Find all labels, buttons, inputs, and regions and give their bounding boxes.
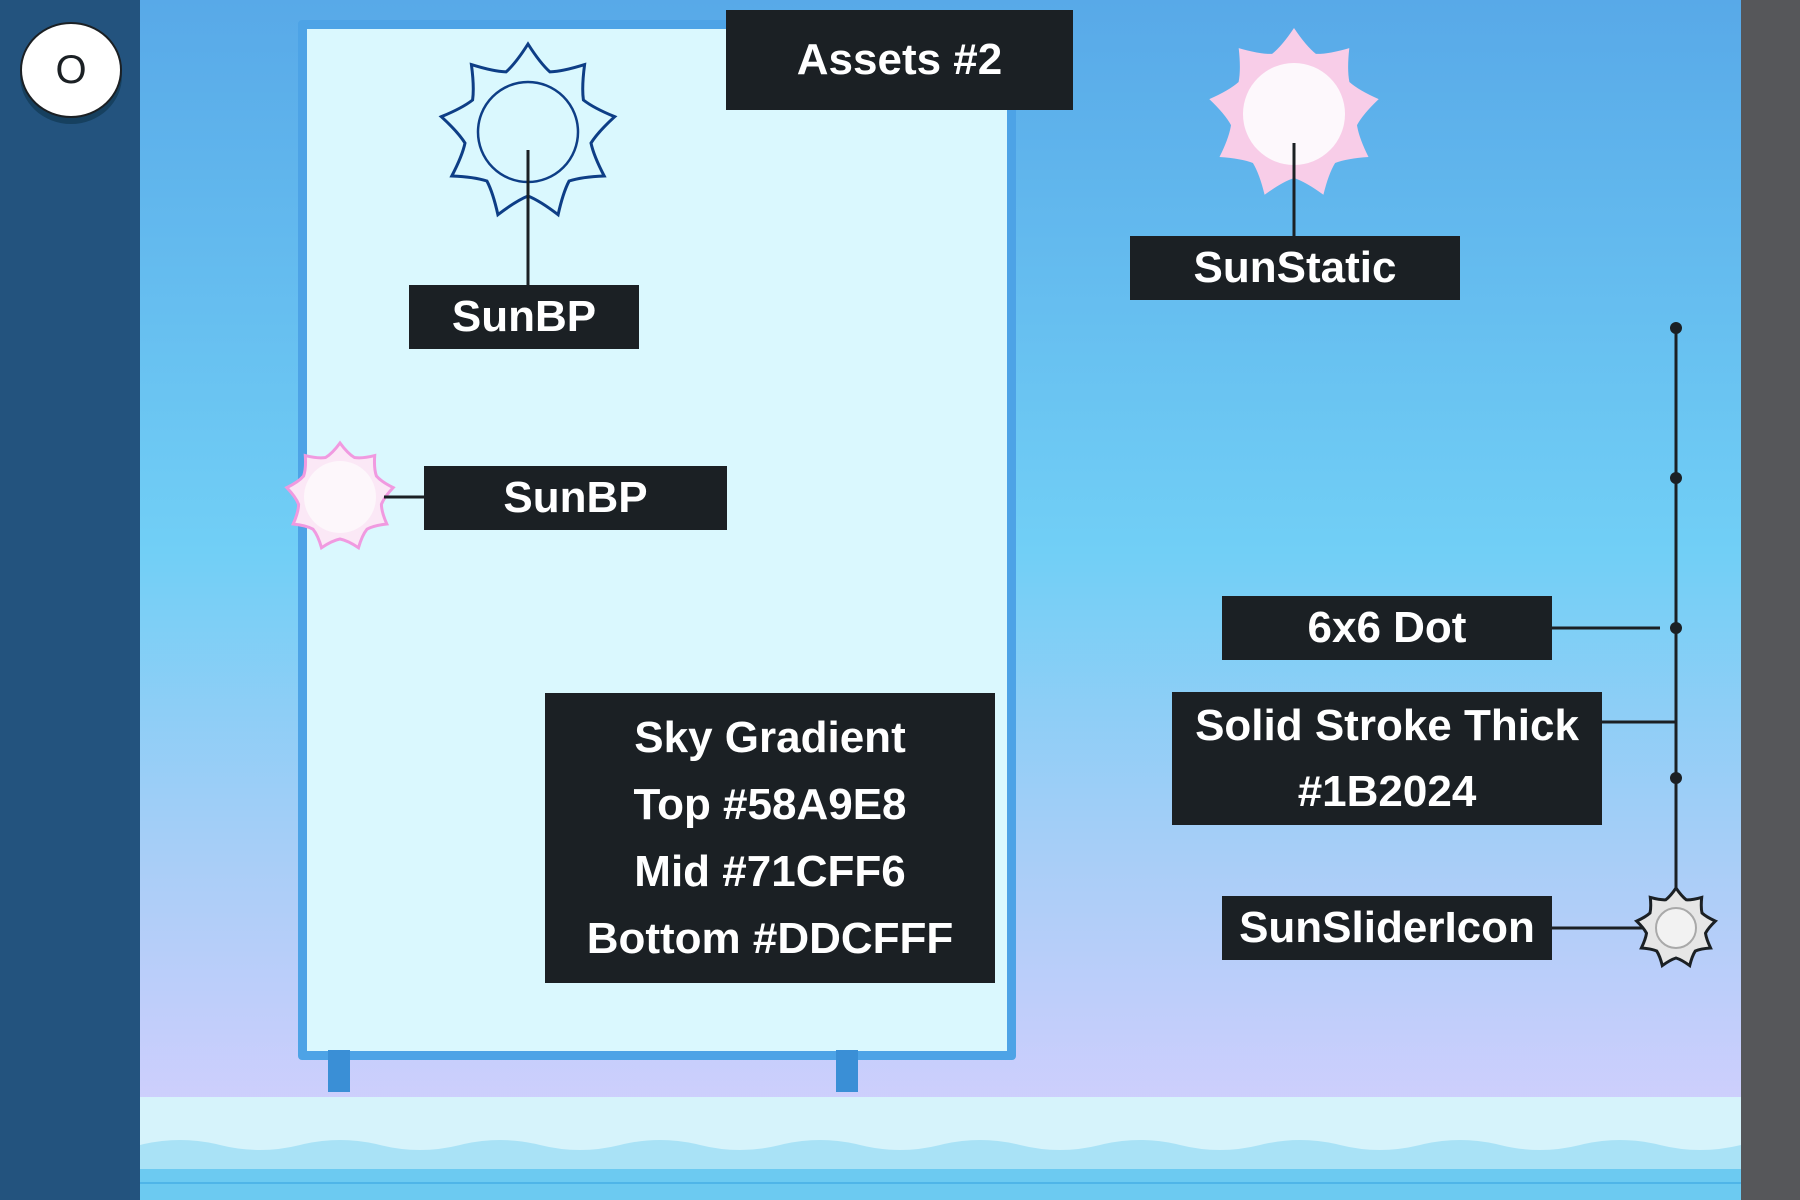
- billboard-leg-right: [836, 1050, 858, 1092]
- dot-label-text: 6x6 Dot: [1307, 603, 1467, 652]
- left-panel: [0, 0, 140, 1200]
- sky-gradient-label: Sky Gradient Top #58A9E8 Mid #71CFF6 Bot…: [545, 693, 995, 983]
- game-stage: [140, 0, 1741, 1200]
- sunbp-small-label: SunBP: [424, 466, 727, 530]
- stroke-label: Solid Stroke Thick #1B2024: [1172, 692, 1602, 825]
- sunbp-small-label-text: SunBP: [503, 473, 648, 522]
- circle-button-label: O: [55, 47, 87, 92]
- snow-ground: [140, 1097, 1741, 1200]
- sky-gradient-top: Top #58A9E8: [633, 780, 907, 829]
- assets-title: Assets #2: [726, 10, 1073, 110]
- sunstatic-label: SunStatic: [1130, 236, 1460, 300]
- sky-gradient-mid: Mid #71CFF6: [634, 847, 906, 896]
- billboard-leg-left: [328, 1050, 350, 1092]
- right-panel: [1741, 0, 1800, 1200]
- slider-icon-label-text: SunSliderIcon: [1239, 903, 1535, 952]
- sunstatic-label-text: SunStatic: [1193, 243, 1397, 292]
- sky-gradient-bottom: Bottom #DDCFFF: [586, 914, 954, 963]
- sky-gradient-title: Sky Gradient: [634, 713, 906, 762]
- dot-label: 6x6 Dot: [1222, 596, 1552, 660]
- sunbp-large-label: SunBP: [409, 285, 639, 349]
- sunbp-large-label-text: SunBP: [451, 292, 597, 341]
- slider-icon-label: SunSliderIcon: [1222, 896, 1552, 960]
- stroke-label-color: #1B2024: [1297, 766, 1477, 816]
- stroke-label-title: Solid Stroke Thick: [1195, 700, 1579, 750]
- assets-title-text: Assets #2: [796, 35, 1003, 84]
- circle-o-button[interactable]: O: [20, 22, 122, 118]
